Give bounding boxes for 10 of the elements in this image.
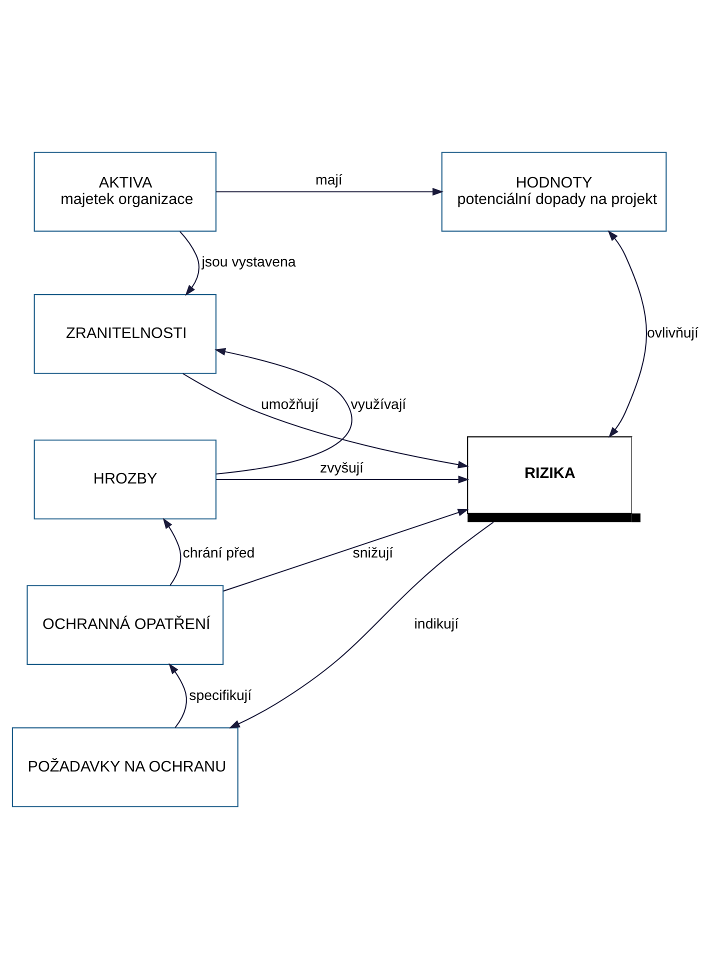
edge-label: jsou vystavena: [202, 254, 296, 271]
edge-label: využívají: [350, 396, 406, 413]
edge-label: specifikují: [189, 688, 252, 704]
edge-label: umožňují: [260, 396, 319, 413]
edge-label: ovlivňují: [647, 326, 698, 342]
edge-label: chrání před: [182, 546, 255, 562]
edge-label: zvyšují: [320, 460, 364, 476]
edge-label: snižují: [352, 546, 394, 562]
edge-label: indikují: [414, 616, 459, 633]
edge-label: mají: [315, 172, 342, 189]
